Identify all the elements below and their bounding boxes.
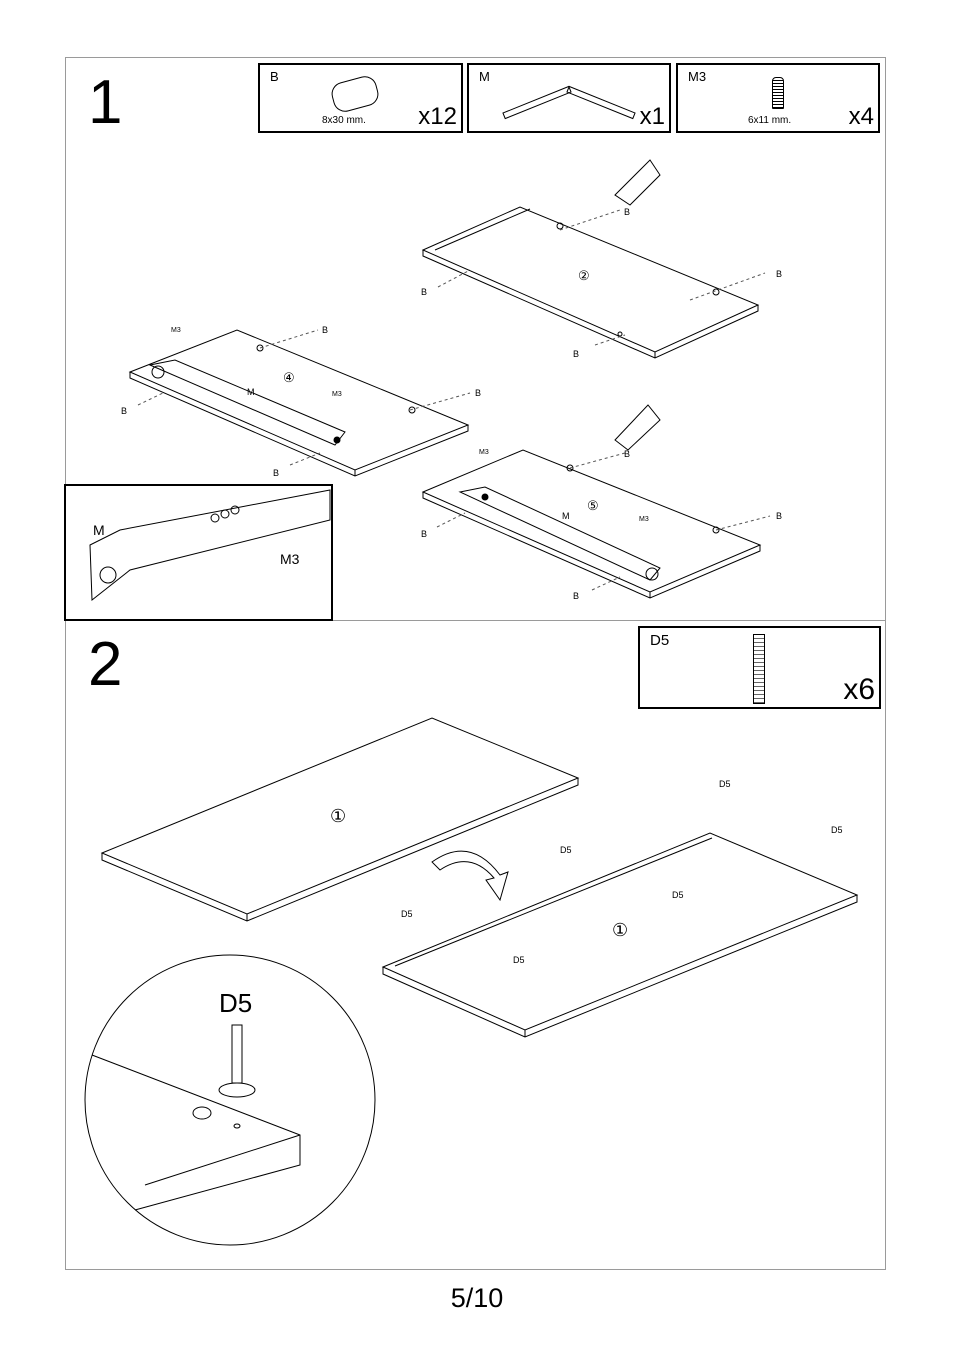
label-b: B bbox=[776, 269, 783, 279]
part-code: D5 bbox=[650, 632, 670, 649]
step-number: 2 bbox=[88, 630, 123, 699]
glue-tube-icon bbox=[614, 159, 661, 206]
label-d5: D5 bbox=[831, 825, 843, 835]
label-m: M bbox=[93, 522, 105, 538]
screw-icon bbox=[772, 77, 784, 109]
label-b: B bbox=[573, 591, 580, 601]
label-m: M bbox=[562, 511, 570, 521]
panel-4 bbox=[128, 329, 470, 477]
part-code: M bbox=[479, 69, 490, 84]
label-m3: M3 bbox=[639, 516, 649, 523]
part-box-m3: M3 6x11 mm. x4 bbox=[676, 63, 880, 133]
step-number: 1 bbox=[88, 68, 123, 137]
panel-number: ① bbox=[330, 806, 347, 826]
label-b: B bbox=[573, 349, 580, 359]
glue-tube-icon bbox=[614, 404, 661, 451]
part-box-d5: D5 x6 bbox=[638, 626, 881, 709]
label-d5: D5 bbox=[719, 779, 731, 789]
panel-2 bbox=[421, 206, 760, 359]
label-d5: D5 bbox=[401, 909, 413, 919]
label-b: B bbox=[624, 207, 631, 217]
detail-inset bbox=[64, 484, 333, 621]
part-box-m: M x1 bbox=[467, 63, 671, 133]
page-number: 5/10 bbox=[450, 1283, 504, 1313]
label-b: B bbox=[121, 406, 128, 416]
label-d5: D5 bbox=[513, 955, 525, 965]
cam-bolt-icon bbox=[753, 634, 765, 704]
label-d5: D5 bbox=[560, 845, 572, 855]
label-b: B bbox=[421, 287, 428, 297]
part-qty: x6 bbox=[843, 673, 875, 706]
label-b: B bbox=[624, 449, 631, 459]
panel-1-top bbox=[100, 717, 580, 922]
part-box-b: B 8x30 mm. x12 bbox=[258, 63, 463, 133]
label-b: B bbox=[475, 388, 482, 398]
label-b: B bbox=[273, 468, 280, 478]
label-b: B bbox=[776, 511, 783, 521]
part-code: M3 bbox=[688, 69, 707, 84]
bracket-icon bbox=[566, 85, 636, 120]
part-qty: x12 bbox=[418, 103, 457, 130]
panel-1-bottom bbox=[381, 832, 859, 1038]
bracket-icon bbox=[502, 85, 572, 120]
panel-number: ② bbox=[578, 268, 590, 283]
detail-circle bbox=[84, 954, 376, 1246]
part-size: 6x11 mm. bbox=[748, 115, 792, 126]
part-qty: x1 bbox=[639, 103, 665, 130]
panel-number: ④ bbox=[283, 370, 295, 385]
panel-number: ⑤ bbox=[587, 498, 599, 513]
part-qty: x4 bbox=[848, 103, 874, 130]
label-m3: M3 bbox=[171, 327, 181, 334]
page-frame bbox=[65, 57, 886, 1270]
label-d5: D5 bbox=[672, 890, 684, 900]
part-code: B bbox=[270, 69, 279, 84]
label-b: B bbox=[322, 325, 329, 335]
label-m3: M3 bbox=[332, 391, 342, 398]
flip-arrow-icon bbox=[431, 850, 509, 902]
label-m: M bbox=[247, 387, 255, 397]
part-size: 8x30 mm. bbox=[322, 115, 366, 126]
label-m3: M3 bbox=[479, 449, 489, 456]
label-m3: M3 bbox=[280, 551, 300, 567]
label-b: B bbox=[421, 529, 428, 539]
panel-5 bbox=[421, 449, 762, 599]
label-d5: D5 bbox=[219, 988, 253, 1018]
dowel-icon bbox=[328, 73, 382, 115]
step-divider bbox=[65, 620, 886, 621]
panel-number: ① bbox=[612, 920, 629, 940]
